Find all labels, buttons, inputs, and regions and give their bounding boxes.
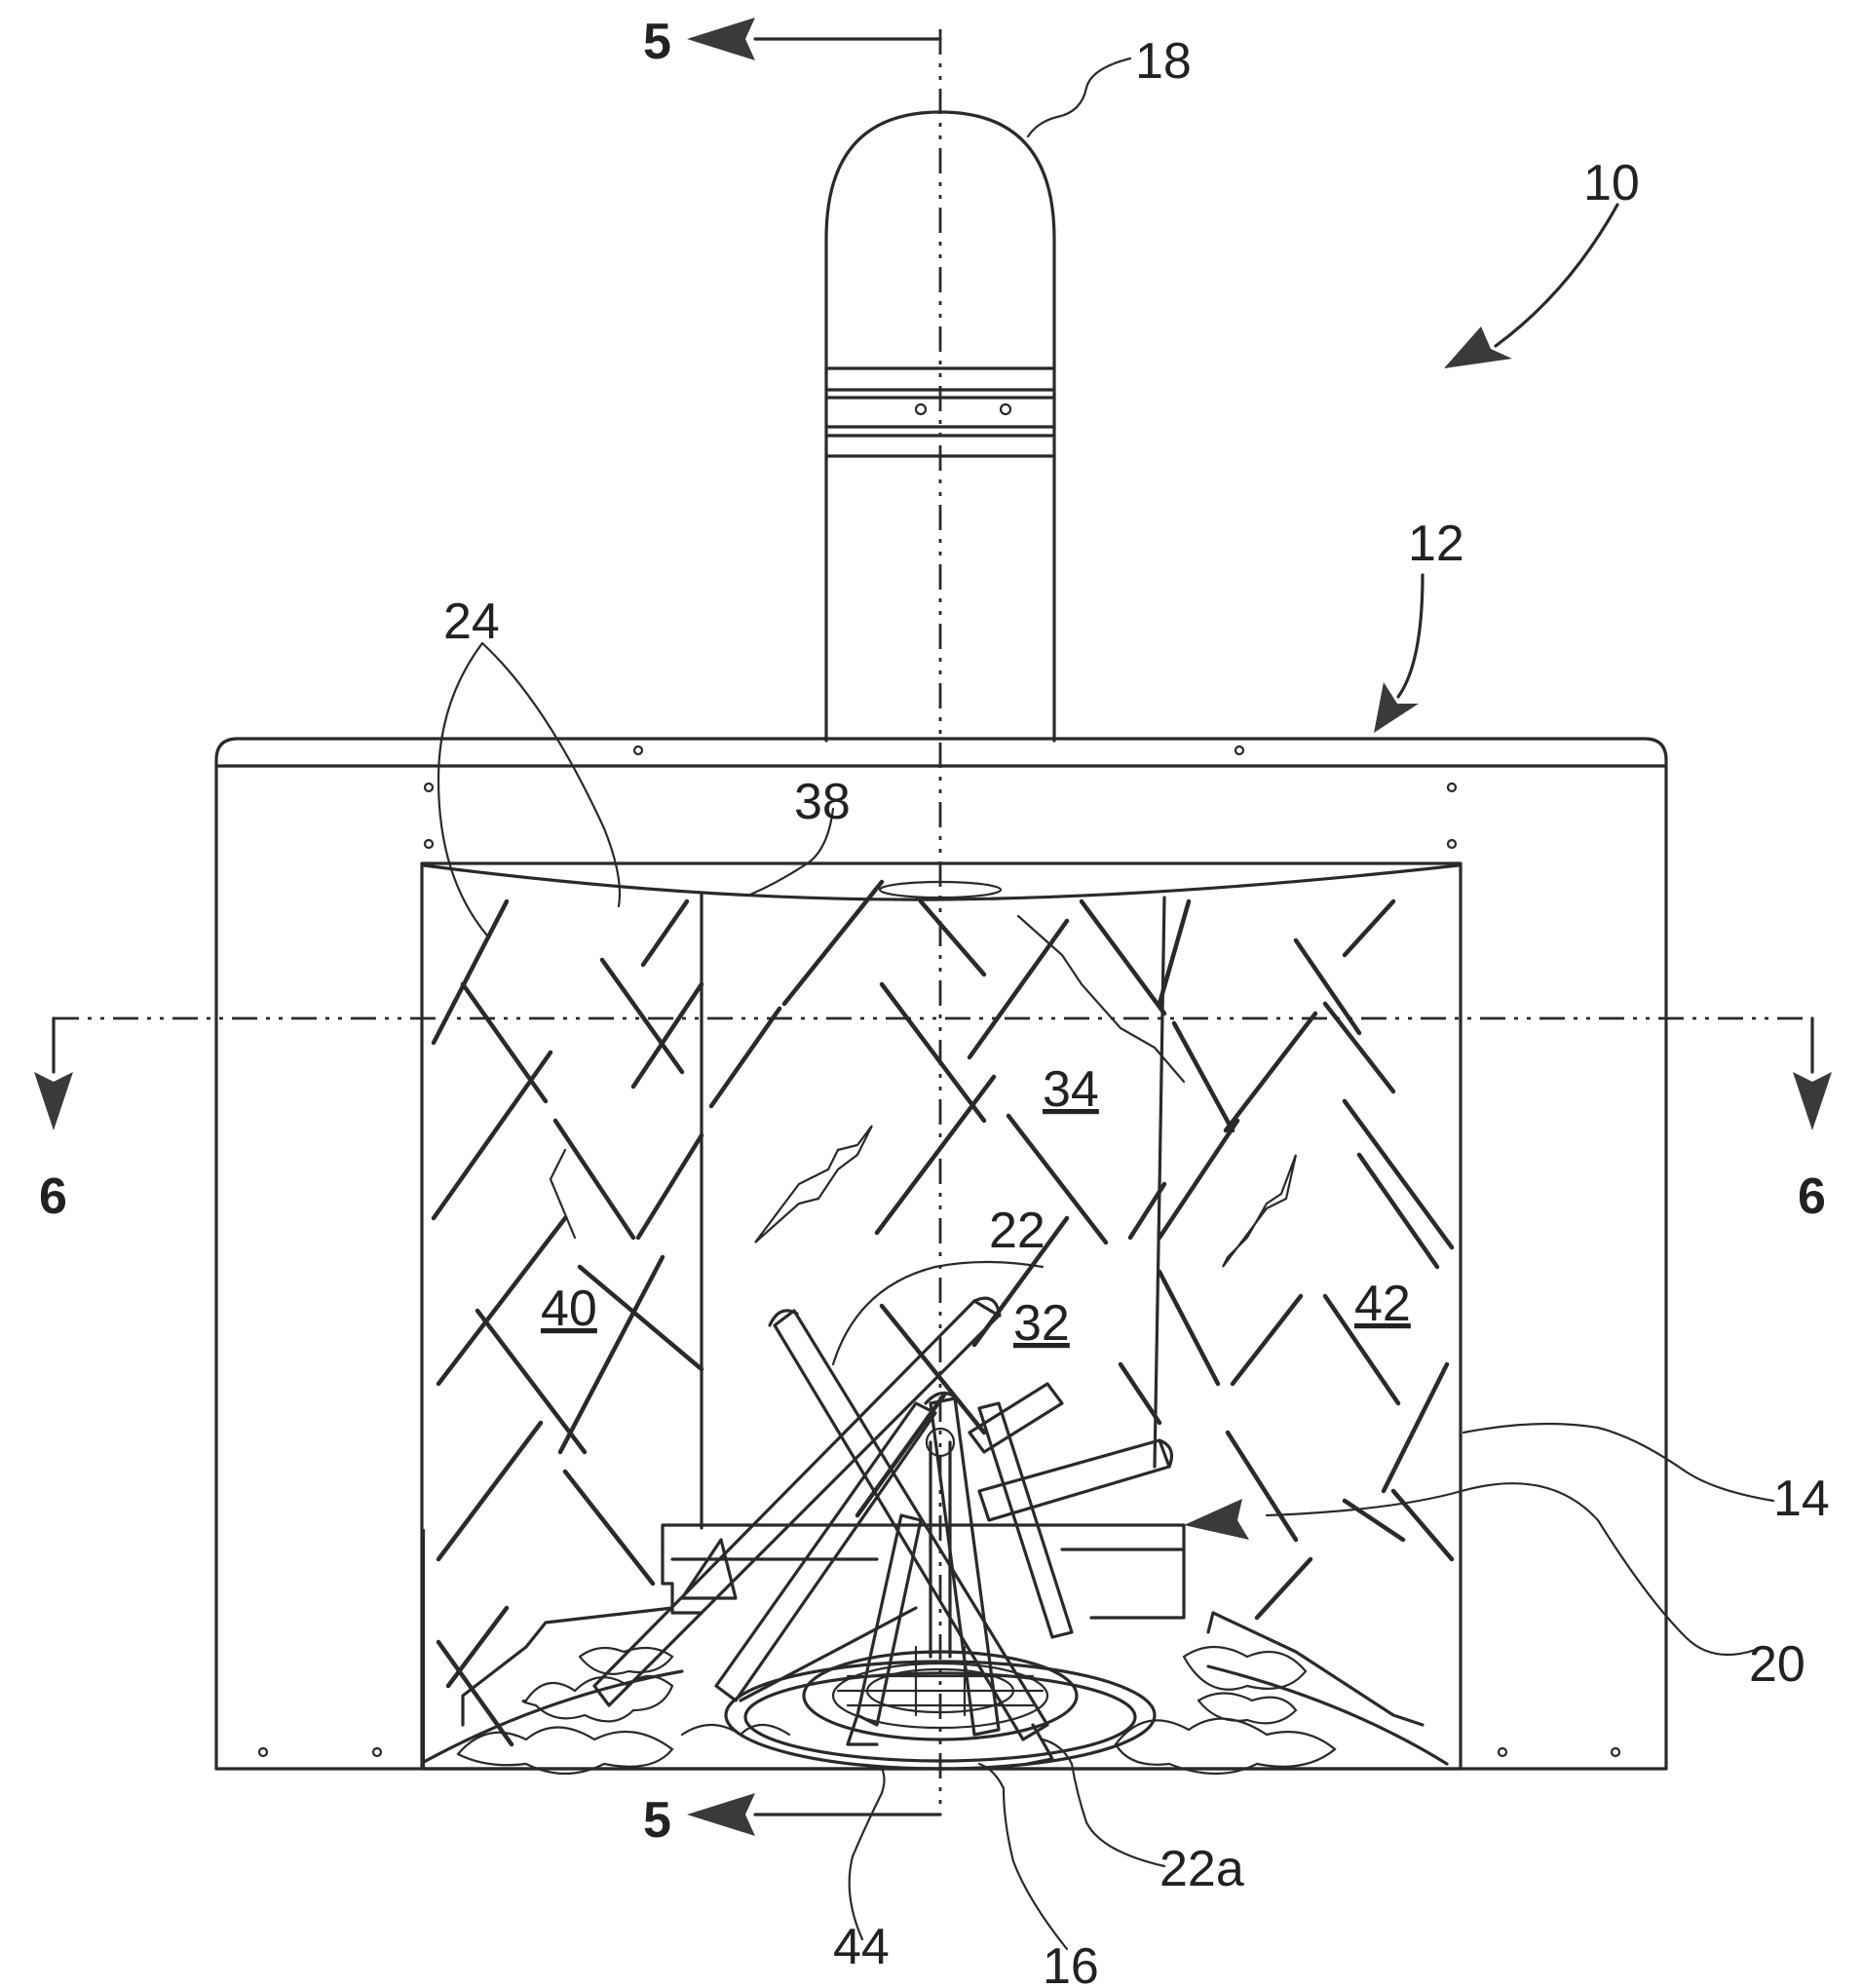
label-6-left: 6 bbox=[39, 1168, 67, 1225]
label-32: 32 bbox=[1013, 1295, 1070, 1352]
label-6-right: 6 bbox=[1798, 1168, 1826, 1225]
leader-lines bbox=[438, 58, 1773, 1949]
section-line-5 bbox=[687, 18, 940, 1836]
section-line-6 bbox=[34, 1018, 1832, 1130]
label-44: 44 bbox=[833, 1919, 890, 1975]
label-16: 16 bbox=[1043, 1938, 1099, 1988]
label-38: 38 bbox=[794, 774, 851, 830]
label-14: 14 bbox=[1773, 1471, 1830, 1527]
label-40: 40 bbox=[541, 1281, 597, 1337]
log-set bbox=[594, 1298, 1171, 1764]
label-22: 22 bbox=[989, 1203, 1045, 1259]
label-20: 20 bbox=[1749, 1636, 1805, 1693]
label-5-top: 5 bbox=[643, 14, 671, 70]
label-34: 34 bbox=[1043, 1061, 1099, 1118]
label-10: 10 bbox=[1583, 155, 1640, 211]
label-5-bottom: 5 bbox=[643, 1792, 671, 1849]
label-42: 42 bbox=[1354, 1276, 1411, 1332]
label-12: 12 bbox=[1408, 516, 1464, 572]
label-24: 24 bbox=[443, 593, 500, 650]
label-18: 18 bbox=[1135, 33, 1192, 90]
label-22a: 22a bbox=[1159, 1841, 1244, 1897]
